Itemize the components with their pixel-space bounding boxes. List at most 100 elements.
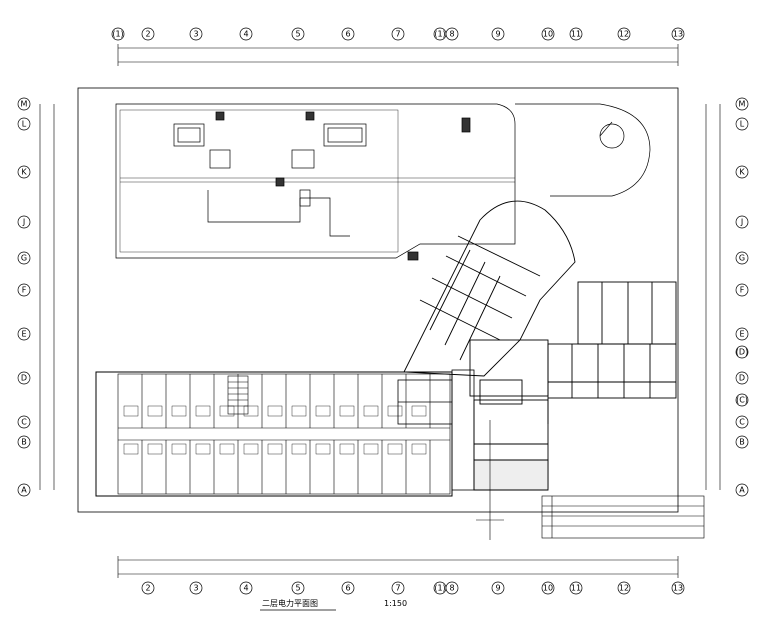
bathroom-fixture [315,405,331,417]
grid-bubble-bottom: 7 [391,581,405,595]
grid-label: 7 [395,584,400,593]
grid-label: L [740,120,745,129]
bathroom-fixture [243,443,259,455]
grid-label: D [21,374,27,383]
left-dimension-lines [39,104,55,490]
grid-bubble-left: B [17,435,31,449]
grid-bubble-bottom: 9 [491,581,505,595]
grid-bubble-left: C [17,415,31,429]
room-dividers [123,374,431,494]
grid-label: 13 [673,584,683,593]
drawing-title: 二层电力平面图 [262,598,318,608]
bathroom-fixture [123,405,139,417]
grid-bubble-right: (C) [735,393,749,407]
grid-bubble-left: L [17,117,31,131]
grid-bubble-left: D [17,371,31,385]
bathroom-fixture [171,405,187,417]
grid-label: 8 [449,584,454,593]
grid-bubble-top: 8 [445,27,459,41]
grid-label: 4 [243,584,248,593]
bathroom-fixture [315,443,331,455]
grid-label: (1) [434,30,445,39]
bathroom-fixture [219,443,235,455]
grid-bubble-right: L [735,117,749,131]
grid-bubble-top: 9 [491,27,505,41]
grid-label: 2 [145,30,150,39]
grid-label: 3 [193,30,198,39]
link-block [397,369,475,491]
grid-label: C [739,418,745,427]
grid-bubble-top: 2 [141,27,155,41]
west-stair [227,375,249,415]
grid-label: J [22,218,25,227]
grid-bubble-left: E [17,327,31,341]
bathroom-fixture [291,405,307,417]
top-dimension-lines [117,44,679,66]
bathroom-fixture [339,405,355,417]
grid-label: B [739,438,745,447]
grid-label: B [21,438,27,447]
bathroom-fixture [363,443,379,455]
grid-label: 8 [449,30,454,39]
grid-bubble-bottom: 4 [239,581,253,595]
grid-label: 12 [619,30,629,39]
right-dimension-lines [705,104,721,490]
grid-label: 3 [193,584,198,593]
bottom-dimension-lines [117,556,679,578]
grid-bubble-left: K [17,165,31,179]
grid-bubble-bottom: 5 [291,581,305,595]
grid-bubble-top: 12 [617,27,631,41]
grid-label: M [739,100,746,109]
grid-label: D [739,374,745,383]
grid-label: E [21,330,26,339]
grid-bubble-right: (D) [735,345,749,359]
grid-label: C [21,418,27,427]
grid-label: A [739,486,745,495]
grid-bubbles-left: M L K J G F E D C B A [17,97,31,497]
grid-bubble-top: 5 [291,27,305,41]
grid-label: 9 [495,30,500,39]
grid-label: 13 [673,30,683,39]
bathroom-fixture [363,405,379,417]
bathroom-fixture [195,443,211,455]
grid-label: M [21,100,28,109]
grid-bubble-left: A [17,483,31,497]
grid-label: K [739,168,745,177]
bathroom-fixture [387,443,403,455]
grid-bubble-right: J [735,215,749,229]
bathroom-fixture [171,443,187,455]
diagonal-wing [403,200,576,377]
grid-label: 5 [295,30,300,39]
grid-label: 12 [619,584,629,593]
grid-bubble-bottom: 11 [569,581,583,595]
grid-bubble-bottom: 10 [541,581,555,595]
bathroom-fixture [411,405,427,417]
bathroom-fixture [243,405,259,417]
grid-label: (1) [112,30,123,39]
grid-bubble-top: 3 [189,27,203,41]
grid-label: 2 [145,584,150,593]
grid-label: A [21,486,27,495]
grid-label: J [740,218,743,227]
grid-bubble-right: D [735,371,749,385]
feeder-riser [476,420,504,540]
drawing-scale: 1:150 [384,599,407,608]
grid-bubble-right: F [735,283,749,297]
grid-label: 10 [543,30,553,39]
grid-label: L [22,120,27,129]
grid-label: G [21,254,27,263]
grid-bubble-top: 10 [541,27,555,41]
bathroom-fixture [195,405,211,417]
grid-bubble-left: G [17,251,31,265]
central-core [469,339,549,491]
grid-label: G [739,254,745,263]
bathroom-fixture [291,443,307,455]
bathroom-fixture [219,405,235,417]
grid-bubble-top: 13 [671,27,685,41]
upper-right-plaza [515,103,651,197]
grid-bubble-right: E [735,327,749,341]
grid-bubble-bottom: 2 [141,581,155,595]
grid-bubble-left: F [17,283,31,297]
